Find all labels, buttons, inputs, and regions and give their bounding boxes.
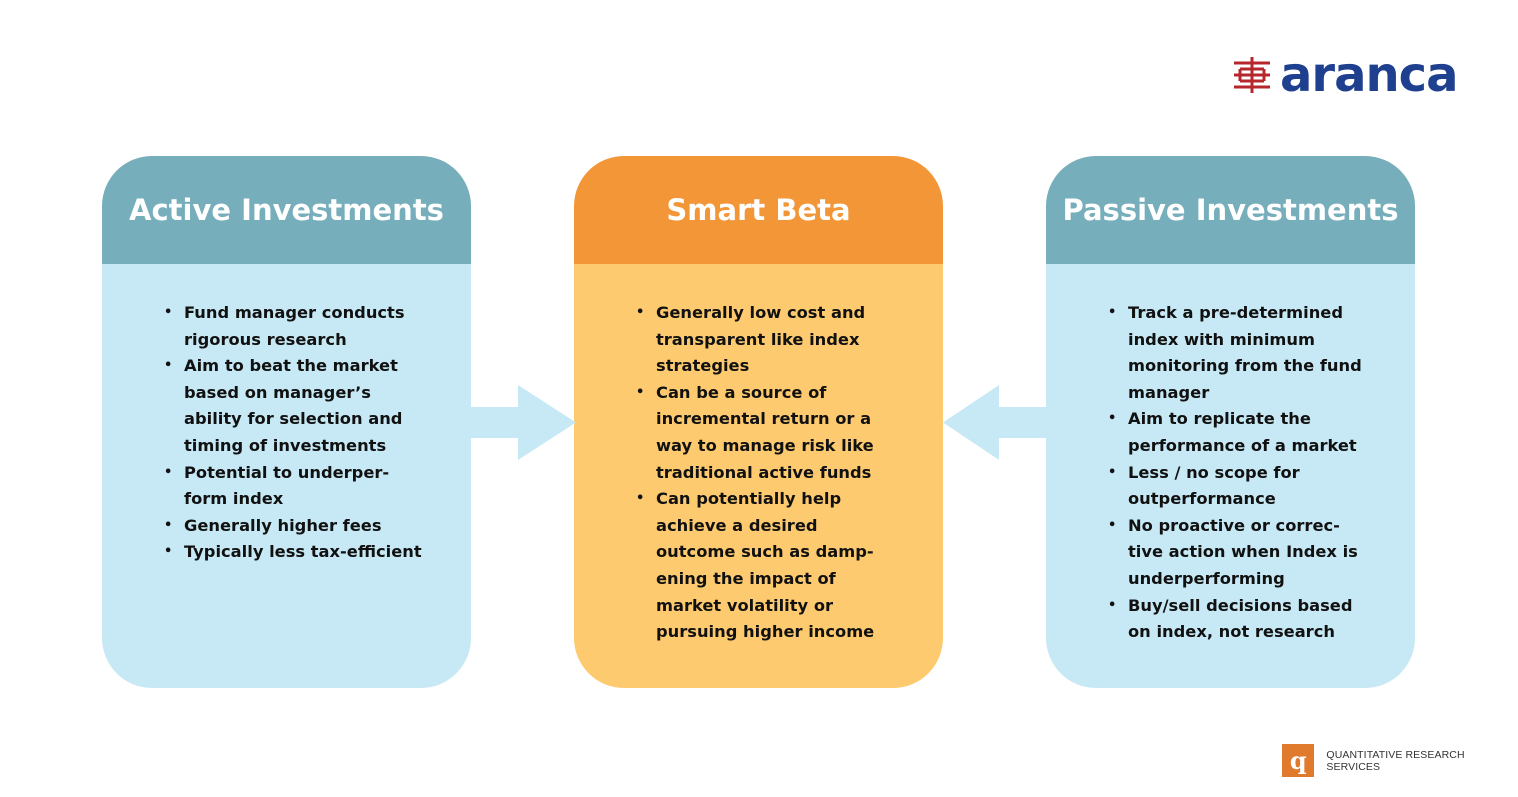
smart-beta-list: Generally low cost and transparent like … [636, 300, 913, 646]
aranca-logo-text: aranca [1280, 47, 1458, 103]
active-investments-title: Active Investments [102, 156, 471, 264]
footer-branding: q QUANTITATIVE RESEARCH SERVICES [1282, 744, 1518, 777]
passive-investments-body: Track a pre-determined index with minimu… [1046, 264, 1415, 688]
list-item: Generally low cost and transparent like … [636, 300, 913, 380]
aranca-logo: aranca [1232, 47, 1458, 103]
list-item: Potential to underper- form index [164, 460, 441, 513]
list-item: Less / no scope for outperformance [1108, 460, 1385, 513]
arrow-left-icon [943, 385, 1047, 460]
list-item: Generally higher fees [164, 513, 441, 540]
active-investments-card: Active Investments Fund manager conducts… [102, 156, 471, 688]
arrow-right-icon [470, 385, 576, 460]
list-item: No proactive or correc- tive action when… [1108, 513, 1385, 593]
list-item: Typically less tax-efficient [164, 539, 441, 566]
footer-label: QUANTITATIVE RESEARCH SERVICES [1326, 748, 1465, 773]
list-item: Buy/sell decisions based on index, not r… [1108, 593, 1385, 646]
passive-investments-list: Track a pre-determined index with minimu… [1108, 300, 1385, 646]
smart-beta-body: Generally low cost and transparent like … [574, 264, 943, 688]
smart-beta-title: Smart Beta [574, 156, 943, 264]
list-item: Track a pre-determined index with minimu… [1108, 300, 1385, 406]
smart-beta-card: Smart Beta Generally low cost and transp… [574, 156, 943, 688]
list-item: Aim to beat the market based on manager’… [164, 353, 441, 459]
list-item: Aim to replicate the performance of a ma… [1108, 406, 1385, 459]
qrs-logo-icon: q [1282, 744, 1315, 777]
aranca-mark-icon [1234, 57, 1270, 93]
active-investments-list: Fund manager conducts rigorous research … [164, 300, 441, 566]
list-item: Can potentially help achieve a desired o… [636, 486, 913, 646]
list-item: Fund manager conducts rigorous research [164, 300, 441, 353]
passive-investments-title: Passive Investments [1046, 156, 1415, 264]
active-investments-body: Fund manager conducts rigorous research … [102, 264, 471, 688]
list-item: Can be a source of incremental return or… [636, 380, 913, 486]
passive-investments-card: Passive Investments Track a pre-determin… [1046, 156, 1415, 688]
